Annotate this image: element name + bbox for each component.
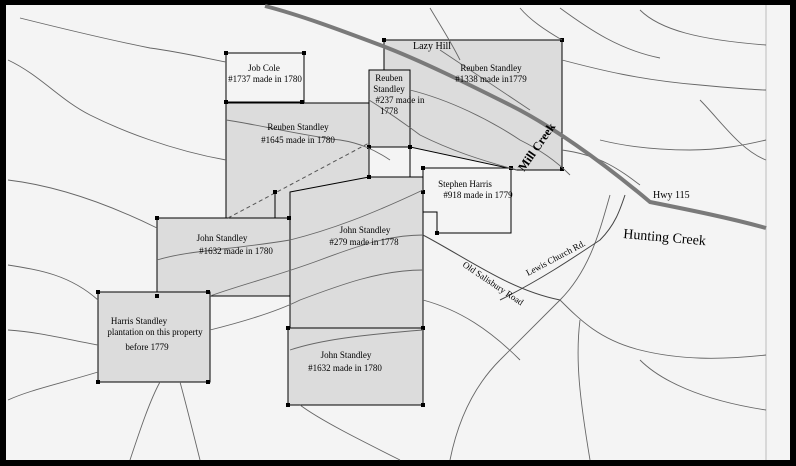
- john-1632-north-detail: #1632 made in 1780: [199, 246, 273, 256]
- harris-standley-line1: Harris Standley: [111, 316, 168, 326]
- harris-standley-line3: before 1779: [125, 342, 169, 352]
- john-279-owner: John Standley: [340, 225, 391, 235]
- streams: [7, 7, 767, 461]
- corner-markers: [96, 38, 564, 407]
- reuben-1338-detail: #1338 made in1779: [455, 74, 527, 84]
- label-hunting-creek: Hunting Creek: [623, 227, 707, 249]
- parcel-reuben-standley-1338[interactable]: [383, 39, 563, 171]
- parcel-harris-standley[interactable]: [97, 291, 211, 383]
- john-1632-north-owner: John Standley: [197, 233, 248, 243]
- reuben-237-line4: 1778: [380, 106, 399, 116]
- dashed-boundary: [227, 142, 370, 219]
- reuben-237-line3: #237 made in: [376, 95, 425, 105]
- parcel-john-standley-279[interactable]: [289, 176, 424, 329]
- john-279-detail: #279 made in 1778: [329, 237, 399, 247]
- roads: [422, 194, 626, 301]
- job-cole-detail: #1737 made in 1780: [228, 74, 302, 84]
- reuben-237-line1: Reuben: [375, 73, 403, 83]
- label-lazy-hill: Lazy Hill: [413, 41, 451, 52]
- reuben-1338-owner: Reuben Standley: [460, 63, 522, 73]
- reuben-1645-detail: #1645 made in 1780: [261, 135, 335, 145]
- stephen-harris-detail: #918 made in 1779: [443, 190, 513, 200]
- john-1632-south-owner: John Standley: [321, 350, 372, 360]
- job-cole-owner: Job Cole: [248, 63, 280, 73]
- label-hwy-115: Hwy 115: [653, 190, 690, 201]
- parcel-job-cole[interactable]: [225, 52, 305, 103]
- parcels: [97, 39, 563, 406]
- john-1632-south-detail: #1632 made in 1780: [308, 363, 382, 373]
- harris-standley-line2: plantation on this property: [107, 327, 203, 337]
- reuben-1645-owner: Reuben Standley: [267, 122, 329, 132]
- stephen-harris-owner: Stephen Harris: [438, 179, 492, 189]
- parcel-john-standley-1632-south[interactable]: [287, 327, 424, 406]
- lewis-church-road: [499, 194, 626, 301]
- parcel-john-standley-1632-north[interactable]: [156, 217, 291, 297]
- hwy-115-line: [264, 4, 767, 230]
- old-salisbury-road: [422, 234, 561, 301]
- reuben-237-line2: Standley: [373, 84, 405, 94]
